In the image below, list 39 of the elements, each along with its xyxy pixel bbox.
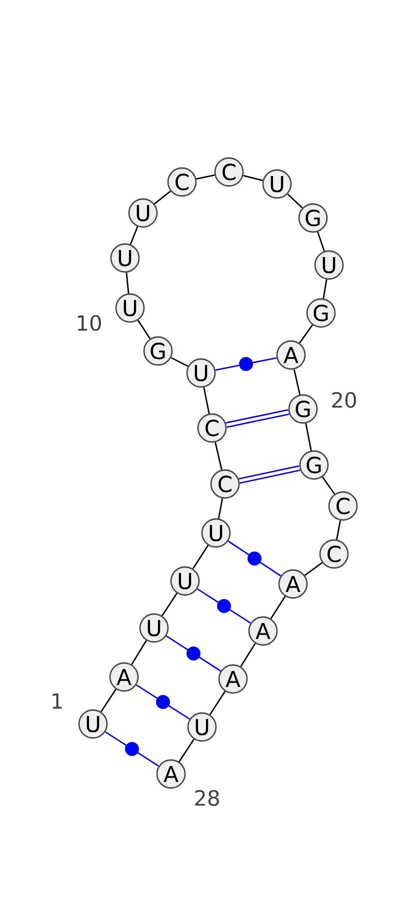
backbone-line [170,357,188,367]
base-pair-line [238,465,300,484]
base-pair-line [105,731,159,767]
base-pair-line [166,635,222,672]
backbone-line [304,562,323,576]
backbone-line [154,190,171,204]
backbone-line [317,232,325,252]
backbone-line [240,643,256,667]
base-pair-line [197,588,251,624]
backbone-line [218,498,224,519]
backbone-line [137,320,151,340]
position-number: 20 [332,392,356,408]
backbone-line [305,423,312,451]
backbone-line [322,279,328,299]
backbone-line [298,324,314,344]
backbone-line [336,520,341,540]
backbone-line [270,596,286,619]
backbone-line [130,226,138,245]
base-pair-line [215,357,277,371]
backbone-line [214,442,222,470]
base-pair-line [228,540,282,576]
position-number: 1 [52,693,62,709]
backbone-line [126,272,130,294]
backbone-line [203,387,210,414]
base-pair-line [136,684,190,720]
backbone-line [322,476,336,494]
backbone-line [196,174,215,180]
backbone-line [287,194,303,208]
backbone-line [294,369,300,395]
backbone-line [131,640,147,665]
backbone-line [100,688,116,712]
position-number: 10 [78,315,101,331]
base-pair-line [226,409,290,428]
backbone-line [209,690,226,716]
backbone-line [243,174,263,182]
position-number: 28 [195,790,219,806]
backbone-line [192,544,209,570]
backbone-line [162,592,178,616]
backbone-line [178,738,194,762]
